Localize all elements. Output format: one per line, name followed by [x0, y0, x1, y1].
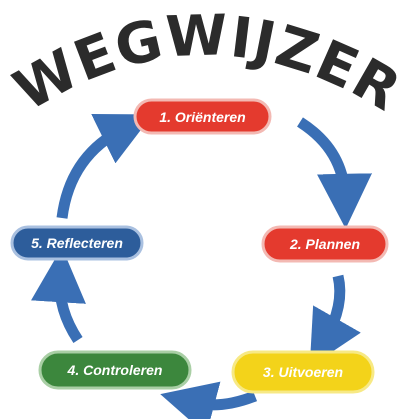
step-pill-uitvoeren-shape — [231, 350, 375, 394]
step-pill-plannen: 2. Plannen — [261, 225, 389, 263]
step-label-uitvoeren: 3. Uitvoeren — [263, 364, 343, 380]
arrow-reflecteren-to-orienteren — [56, 113, 153, 219]
step-label-reflecteren: 5. Reflecteren — [31, 235, 123, 251]
step-pill-reflecteren-shape — [10, 225, 144, 261]
arrow-controleren-to-reflecteren — [31, 247, 86, 344]
step-pill-plannen-shape — [261, 225, 389, 263]
step-pill-orienteren: 1. Oriënteren — [133, 98, 272, 135]
step-pill-uitvoeren: 3. Uitvoeren — [231, 350, 375, 394]
step-label-controleren: 4. Controleren — [67, 362, 163, 378]
step-pill-reflecteren: 5. Reflecteren — [10, 225, 144, 261]
step-pill-controleren: 4. Controleren — [38, 350, 192, 390]
arrow-orienteren-to-plannen — [296, 117, 372, 229]
cycle-arrows — [31, 113, 372, 419]
step-label-plannen: 2. Plannen — [289, 236, 360, 252]
arrow-uitvoeren-to-controleren — [160, 381, 258, 419]
step-pill-controleren-shape — [38, 350, 192, 390]
arrow-plannen-to-uitvoeren — [309, 274, 361, 367]
step-label-orienteren: 1. Oriënteren — [159, 109, 245, 125]
step-pill-orienteren-shape — [133, 98, 272, 135]
